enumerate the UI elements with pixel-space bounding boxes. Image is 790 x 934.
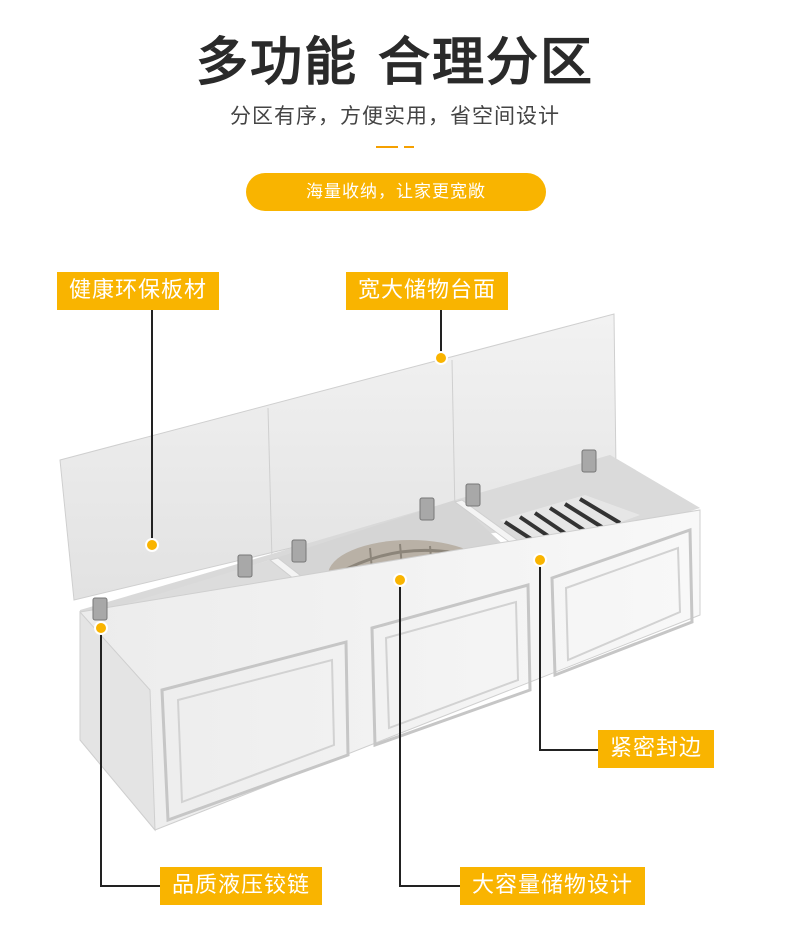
label-seal: 紧密封边 [598,730,715,768]
label-surface: 宽大储物台面 [346,272,509,310]
page-subtitle: 分区有序，方便实用，省空间设计 [230,104,560,128]
striped-cushion [500,495,640,550]
callout-lines [100,310,598,887]
page-title: 多功能 合理分区 [195,33,595,93]
title-divider-short [404,146,414,148]
callout-dots [94,351,547,635]
hinges [92,449,597,621]
label-hinge: 品质液压铰链 [160,867,323,905]
label-board: 健康环保板材 [57,272,220,310]
feature-pill: 海量收纳，让家更宽敞 [246,173,546,211]
label-storage: 大容量储物设计 [460,867,646,905]
title-divider-long [376,146,398,148]
